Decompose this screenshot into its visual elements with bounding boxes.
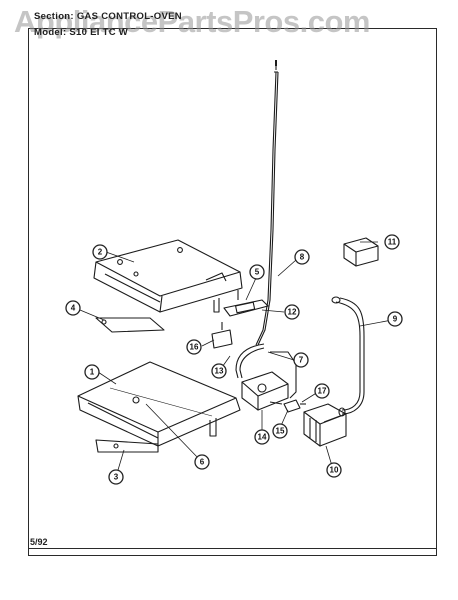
callout-6: 6 (194, 454, 210, 470)
callout-4: 4 (65, 300, 81, 316)
svg-text:5: 5 (255, 268, 260, 277)
callout-15: 15 (272, 423, 288, 439)
svg-text:14: 14 (258, 433, 267, 442)
callout-11: 11 (384, 234, 400, 250)
svg-text:3: 3 (114, 473, 119, 482)
svg-text:8: 8 (300, 253, 305, 262)
bracket-4 (95, 317, 165, 333)
callout-13: 13 (211, 363, 227, 379)
footer-divider (28, 548, 437, 549)
callout-8: 8 (294, 249, 310, 265)
regulator (303, 403, 347, 447)
lower-baffle (77, 361, 241, 447)
bracket-16 (211, 322, 233, 349)
callout-7: 7 (293, 352, 309, 368)
fittings (283, 399, 306, 413)
svg-text:6: 6 (200, 458, 205, 467)
callout-3: 3 (108, 469, 124, 485)
capillary-tube (255, 60, 279, 346)
diagram-frame (28, 28, 437, 556)
watermark: AppliancePartsPros.com (14, 4, 370, 39)
part-11 (343, 237, 379, 267)
section-title: Section: GAS CONTROL-OVEN (34, 11, 182, 22)
callout-14: 14 (254, 429, 270, 445)
footer-date: 5/92 (30, 537, 48, 547)
gas-valve (241, 371, 289, 411)
svg-text:13: 13 (215, 367, 224, 376)
svg-text:7: 7 (299, 356, 304, 365)
svg-text:15: 15 (276, 427, 285, 436)
svg-text:12: 12 (288, 308, 297, 317)
callout-17: 17 (314, 383, 330, 399)
callout-1: 1 (84, 364, 100, 380)
callout-16: 16 (186, 339, 202, 355)
svg-text:10: 10 (330, 466, 339, 475)
igniter (223, 290, 269, 317)
svg-text:4: 4 (71, 304, 76, 313)
svg-text:11: 11 (388, 238, 397, 247)
svg-text:17: 17 (318, 387, 327, 396)
svg-text:16: 16 (190, 343, 199, 352)
svg-text:2: 2 (98, 248, 103, 257)
svg-text:1: 1 (90, 368, 95, 377)
upper-baffle (93, 239, 243, 313)
callout-5: 5 (249, 264, 265, 280)
bracket-3 (95, 439, 159, 453)
callout-12: 12 (284, 304, 300, 320)
callout-2: 2 (92, 244, 108, 260)
gas-line-9 (331, 296, 365, 417)
callout-10: 10 (326, 462, 342, 478)
model-line: Model: S10 EI TC W (34, 27, 129, 38)
svg-text:9: 9 (393, 315, 398, 324)
callout-9: 9 (387, 311, 403, 327)
